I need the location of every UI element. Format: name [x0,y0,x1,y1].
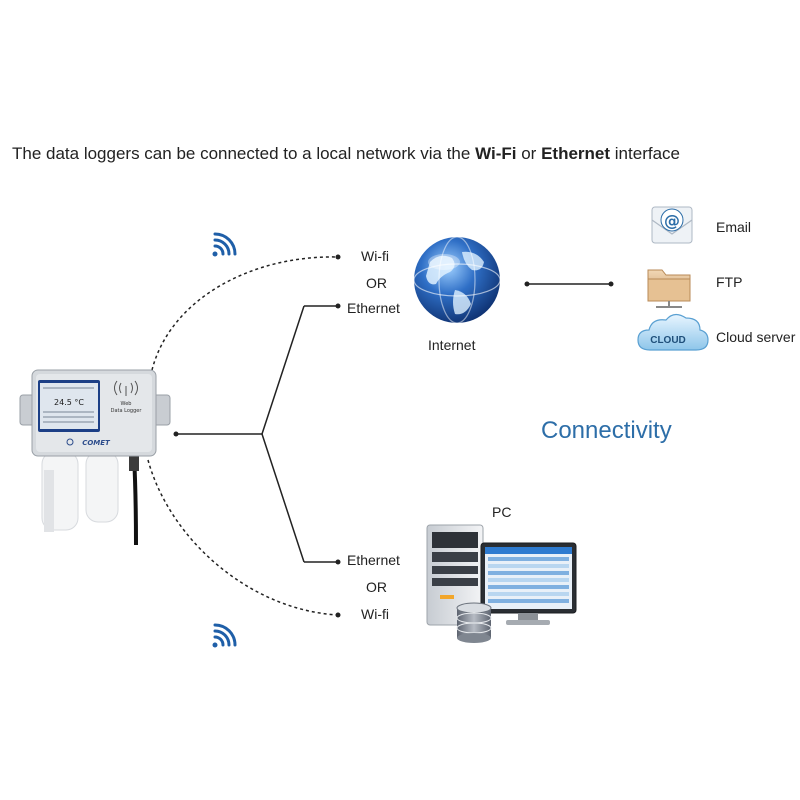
pc-icon [426,524,577,626]
data-logger-device: 24.5 °C Web Data Logger COMET [19,369,171,546]
wifi-signal-icon-bottom [212,623,237,648]
lower-wifi-label: Wi-fi [361,606,389,622]
lower-ethernet-label: Ethernet [347,552,400,568]
svg-text:@: @ [664,211,680,230]
headline: The data loggers can be connected to a l… [12,144,680,164]
upper-ethernet-label: Ethernet [347,300,400,316]
connection-dots [173,254,614,618]
headline-prefix: The data loggers can be connected to a l… [12,144,471,163]
wifi-lower-arc [147,459,339,616]
pc-label: PC [492,504,512,520]
upper-or-label: OR [366,275,387,291]
device-brand: COMET [82,439,111,447]
headline-suffix: interface [614,144,680,163]
cloud-icon: CLOUD [637,313,709,351]
service-ftp-label: FTP [716,274,743,290]
globe-icon [413,236,501,324]
device-screen-temp: 24.5 °C [54,398,84,407]
internet-label: Internet [428,337,476,353]
monitor-table-rows [488,557,569,603]
ethernet-lines [176,283,611,563]
service-email-label: Email [716,219,752,235]
connectivity-title: Connectivity [541,417,672,444]
folder-icon [647,269,691,308]
headline-or: or [521,144,537,163]
email-icon: @ [651,206,693,244]
cloud-icon-text: CLOUD [650,335,686,346]
headline-ethernet: Ethernet [541,144,611,163]
device-label-line1: Web [121,401,132,407]
device-screen-rows [43,387,94,423]
headline-wifi: Wi-Fi [475,144,517,163]
device-antenna-icon [114,380,138,396]
device-label-line2: Data Logger [111,408,143,414]
upper-wifi-label: Wi-fi [361,248,389,264]
service-cloud-label: Cloud server [716,329,796,345]
wifi-upper-arc [151,256,339,371]
lower-or-label: OR [366,579,387,595]
wifi-signal-icon-top [212,232,237,257]
database-icon [456,602,492,643]
